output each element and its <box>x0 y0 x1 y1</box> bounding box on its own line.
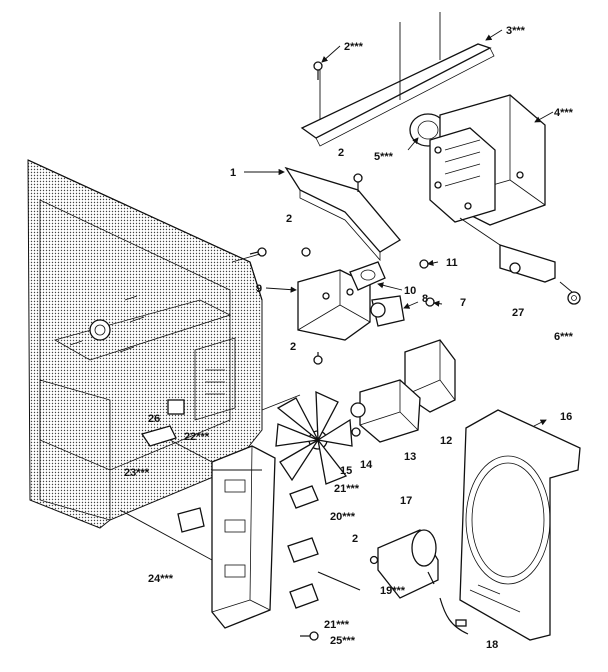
screw-2-e <box>369 555 379 565</box>
bracket-part-27 <box>499 244 556 283</box>
screw-2-c <box>301 247 311 257</box>
callout-labels: 1 2*** 2 2 2 2 3*** 4*** 5*** 6*** 7 8 9… <box>124 25 574 651</box>
fan-blade-part-15 <box>275 390 353 485</box>
callout-17: 17 <box>400 495 412 507</box>
screw-part-11 <box>419 259 429 269</box>
callout-8: 8 <box>422 293 428 305</box>
capacitor-part-17 <box>377 529 439 599</box>
callout-25: 25*** <box>330 635 356 647</box>
fan-motor-part-13 <box>350 379 421 443</box>
callout-2c: 2 <box>286 213 292 225</box>
callout-5: 5*** <box>374 151 394 163</box>
callout-2b: 2 <box>338 147 344 159</box>
callout-23: 23*** <box>124 467 150 479</box>
callout-2d: 2 <box>290 341 296 353</box>
screw-2-top <box>313 61 323 80</box>
callout-27: 27 <box>512 307 524 319</box>
cutout-part-9 <box>297 269 371 341</box>
callout-18: 18 <box>486 639 498 651</box>
callout-2a: 2*** <box>344 41 364 53</box>
callout-3: 3*** <box>506 25 526 37</box>
switch-part-21-upper <box>289 485 319 509</box>
lamp-socket-part-10 <box>349 261 386 291</box>
screw-2-b <box>249 247 267 257</box>
switch-part-20 <box>287 537 319 563</box>
callout-6: 6*** <box>554 331 574 343</box>
screw-2-d <box>313 352 323 365</box>
callout-7: 7 <box>460 297 466 309</box>
cable-part-19 <box>317 571 361 591</box>
bracket-part-24 <box>177 507 205 533</box>
screw-part-14 <box>351 427 361 437</box>
callout-13: 13 <box>404 451 416 463</box>
lever-part-23 <box>140 425 177 447</box>
callout-24: 24*** <box>148 573 174 585</box>
callout-2e: 2 <box>352 533 358 545</box>
switch-part-21-lower <box>289 583 319 609</box>
callout-26: 26 <box>148 413 160 425</box>
callout-1: 1 <box>230 167 236 179</box>
callout-11: 11 <box>446 257 458 269</box>
callout-9: 9 <box>256 283 262 295</box>
callout-10: 10 <box>404 285 416 297</box>
block-part-26 <box>167 399 185 415</box>
diode-part-18 <box>439 597 469 635</box>
callout-12: 12 <box>440 435 452 447</box>
lamp-part-8 <box>370 295 405 327</box>
assembly-lines <box>119 217 573 561</box>
callout-21a: 21*** <box>334 483 360 495</box>
callout-4: 4*** <box>554 107 574 119</box>
top-bracket-part-3 <box>300 12 495 147</box>
screw-2-a <box>353 173 363 192</box>
callout-19: 19*** <box>380 585 406 597</box>
callout-22: 22*** <box>184 431 210 443</box>
interlock-bracket-part-22 <box>211 445 276 629</box>
callout-20: 20*** <box>330 511 356 523</box>
callout-21b: 21*** <box>324 619 350 631</box>
fan-shroud-part-16 <box>459 409 581 641</box>
callout-15: 15 <box>340 465 352 477</box>
magnetron-part-4 <box>429 94 546 226</box>
leader-arrows <box>244 29 554 427</box>
callout-14: 14 <box>360 459 373 471</box>
callout-16: 16 <box>560 411 572 423</box>
screw-part-25 <box>300 631 319 641</box>
air-duct-part-1 <box>284 166 401 262</box>
nut-part-6 <box>567 291 581 305</box>
